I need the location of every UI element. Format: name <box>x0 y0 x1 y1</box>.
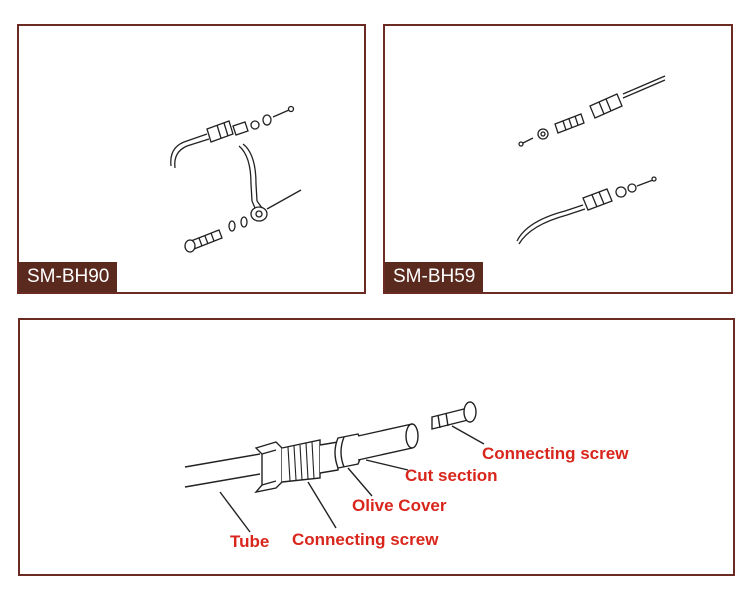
fitting-detail-diagram: Tube Connecting screw Olive Cover Cut se… <box>184 401 629 551</box>
panel-fitting-detail: Tube Connecting screw Olive Cover Cut se… <box>18 318 735 576</box>
leader-connecting-screw-top <box>451 425 485 445</box>
hex-nut <box>254 441 283 494</box>
connecting-screw-insert <box>431 407 469 430</box>
bh59-exploded-diagram <box>516 75 666 245</box>
label-cut-section: Cut section <box>405 466 498 485</box>
label-tube: Tube <box>230 532 269 551</box>
leader-tube <box>219 491 251 533</box>
leader-cut-section <box>365 459 409 471</box>
panel-sm-bh90: SM-BH90 <box>17 24 366 294</box>
olive-cover-ring <box>334 433 363 469</box>
model-tag-bh90: SM-BH90 <box>19 262 118 292</box>
bh90-exploded-diagram <box>170 105 302 253</box>
tube-line-bottom <box>184 473 261 488</box>
label-connecting-screw-bottom: Connecting screw <box>292 530 439 549</box>
label-olive-cover: Olive Cover <box>352 496 447 515</box>
tube-line-top <box>184 453 261 468</box>
model-tag-bh59: SM-BH59 <box>385 262 484 292</box>
label-connecting-screw-top: Connecting screw <box>482 444 629 463</box>
leader-olive-cover <box>347 467 373 497</box>
leader-connecting-screw-bottom <box>307 481 337 529</box>
panel-sm-bh59: SM-BH59 <box>383 24 733 294</box>
